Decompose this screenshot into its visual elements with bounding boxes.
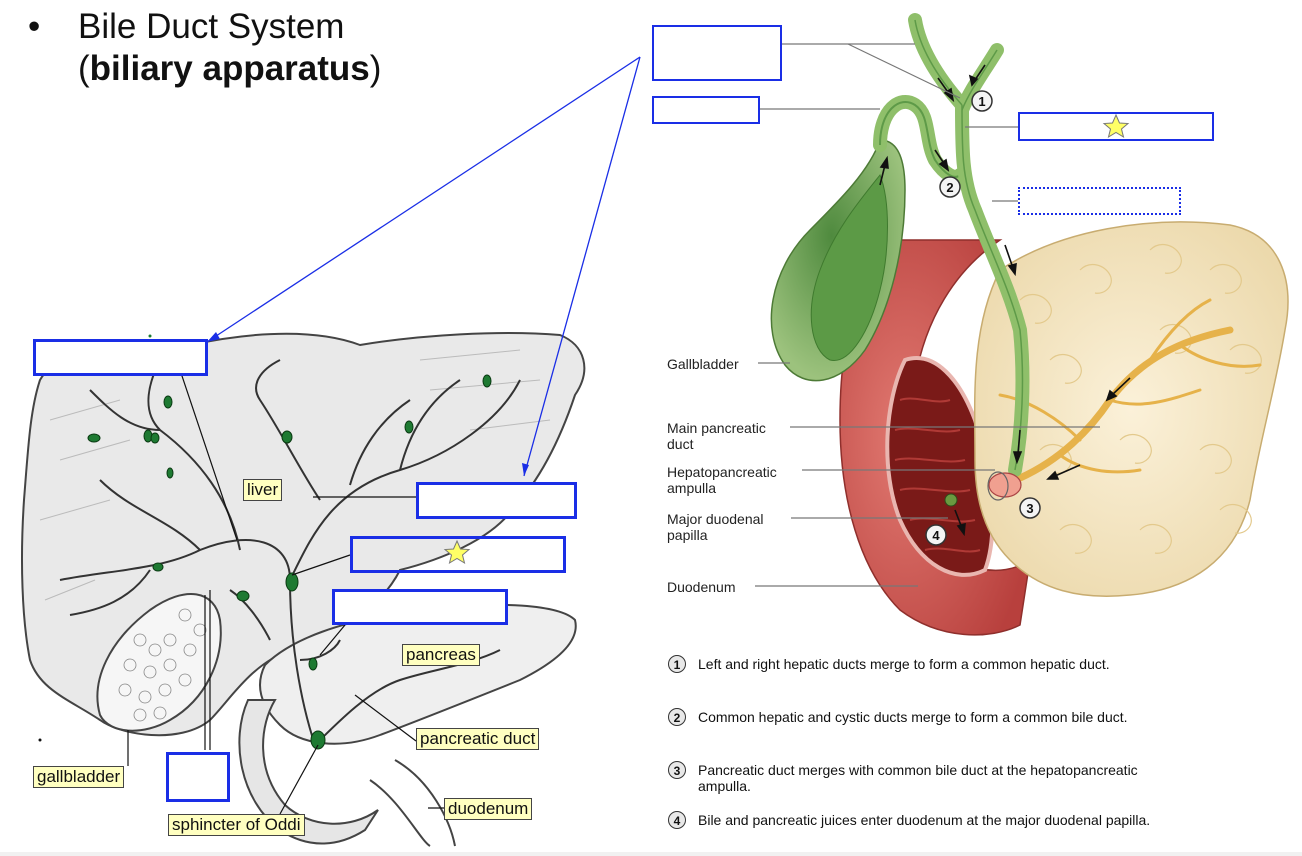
title-bold: biliary apparatus — [89, 49, 370, 88]
step-1-text: Left and right hepatic ducts merge to fo… — [698, 656, 1110, 672]
label-sphincter-of-oddi: sphincter of Oddi — [168, 814, 305, 836]
step-4-text: Bile and pancreatic juices enter duodenu… — [698, 812, 1151, 828]
marker-1-text: 1 — [978, 94, 985, 109]
marker-4-text: 4 — [932, 528, 940, 543]
step-3-number: 3 — [668, 761, 686, 779]
step-3-text-cont: ampulla. — [698, 778, 751, 794]
label-pancreatic-duct: pancreatic duct — [416, 728, 540, 750]
title-line-1: Bile Duct System — [78, 7, 345, 46]
blank-box-common-bile-duct[interactable] — [1018, 187, 1181, 215]
blank-box-common-hepatic-duct[interactable] — [1018, 112, 1214, 141]
marker-3: 3 — [1019, 497, 1041, 519]
step-markers: 1 2 3 4 — [925, 90, 1041, 546]
title-open-paren: ( — [78, 49, 90, 88]
blank-box-cystic-duct[interactable] — [652, 96, 760, 124]
label-pancreas: pancreas — [402, 644, 480, 666]
arrowhead-right — [522, 463, 529, 476]
marker-4: 4 — [925, 524, 947, 546]
marker-1: 1 — [971, 90, 993, 112]
liver-sketch — [18, 328, 592, 847]
star-icon — [1102, 113, 1130, 139]
rlabel-duodenum: Duodenum — [667, 579, 736, 595]
marker-2-text: 2 — [946, 180, 953, 195]
step-2-text: Common hepatic and cystic ducts merge to… — [698, 709, 1128, 725]
title-line-2: (biliary apparatus) — [78, 48, 381, 90]
step-2-number: 2 — [668, 708, 686, 726]
rlabel-main-pancreatic-duct-1: Main pancreatic — [667, 420, 766, 436]
rlabel-hepatopancreatic-ampulla-1: Hepatopancreatic — [667, 464, 777, 480]
step-1-number: 1 — [668, 655, 686, 673]
blank-connectors — [206, 56, 641, 477]
blank-box-hepatic-ducts[interactable] — [652, 25, 782, 81]
rlabel-hepatopancreatic-ampulla-2: ampulla — [667, 480, 717, 496]
rlabel-major-duodenal-papilla-1: Major duodenal — [667, 511, 764, 527]
rlabel-main-pancreatic-duct-2: duct — [667, 436, 694, 452]
marker-2: 2 — [939, 176, 961, 198]
step-4-number: 4 — [668, 811, 686, 829]
title-close-paren: ) — [369, 49, 382, 88]
label-liver: liver — [243, 479, 283, 501]
title-bullet: • — [28, 7, 41, 46]
rlabel-gallbladder: Gallbladder — [667, 356, 739, 372]
step-3-text: Pancreatic duct merges with common bile … — [698, 762, 1138, 778]
rlabel-major-duodenal-papilla-2: papilla — [667, 527, 708, 543]
arrowhead-left — [207, 332, 220, 342]
anatomy-illustration: 1 2 3 4 — [755, 13, 1289, 636]
blank-box-left-common-hepatic-duct[interactable] — [350, 536, 566, 573]
label-duodenum: duodenum — [444, 798, 533, 820]
blank-box-left-hepatic-ducts[interactable] — [33, 339, 208, 376]
marker-3-text: 3 — [1026, 501, 1033, 516]
blank-box-left-small[interactable] — [166, 752, 230, 802]
star-icon — [443, 539, 471, 565]
blank-box-left-common-bile-duct[interactable] — [332, 589, 508, 625]
blank-box-left-cystic-duct[interactable] — [416, 482, 577, 519]
label-gallbladder: gallbladder — [33, 766, 125, 788]
